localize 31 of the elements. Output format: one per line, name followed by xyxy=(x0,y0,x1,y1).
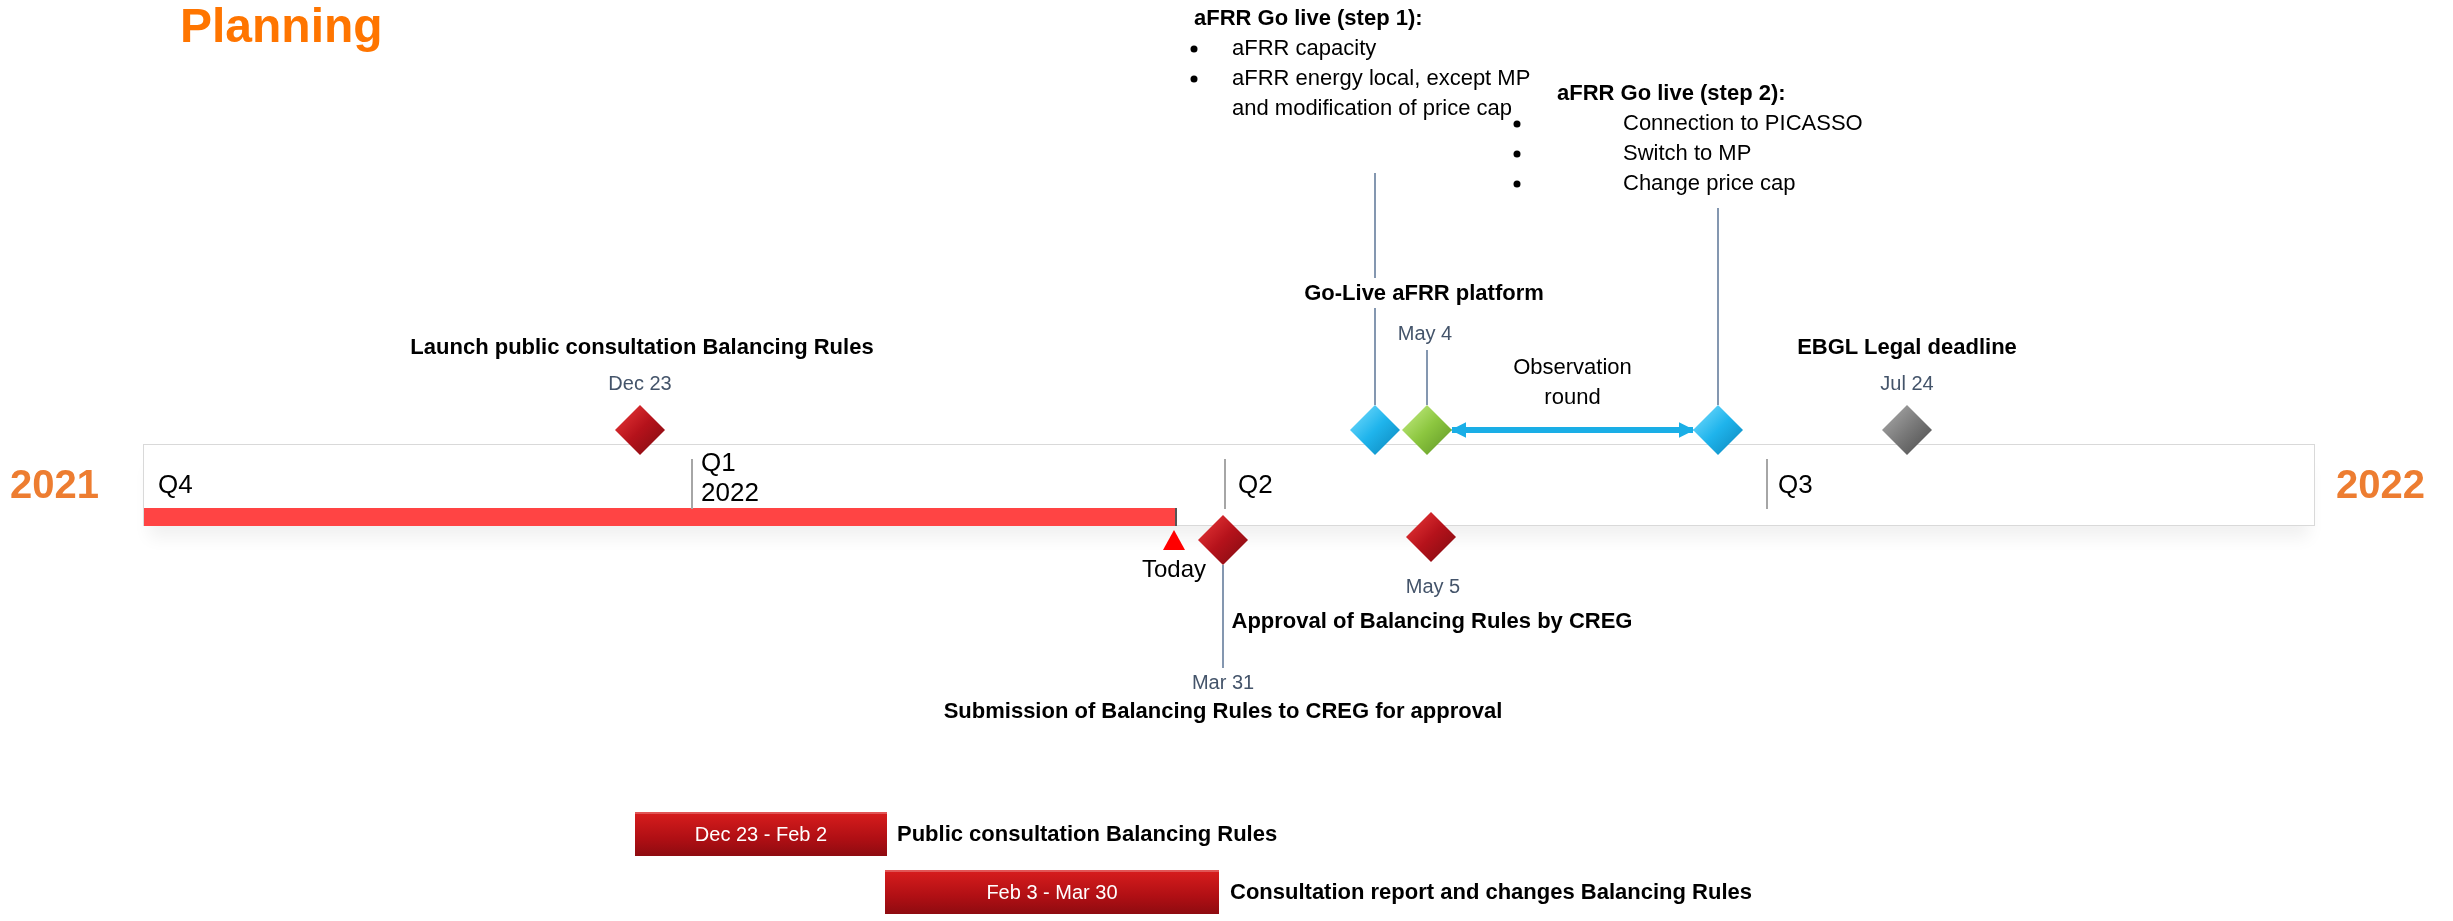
milestone-diamond xyxy=(1350,405,1400,455)
year-label: 2022 xyxy=(2336,461,2425,508)
leader-line xyxy=(1222,564,1224,669)
milestone-label: Go-Live aFRR platform xyxy=(1304,278,1544,308)
year-label: 2021 xyxy=(10,461,99,508)
page-title: Planning xyxy=(180,0,383,53)
leader-line xyxy=(1374,172,1376,406)
milestone-diamond xyxy=(1693,405,1743,455)
timeline-band xyxy=(143,444,2315,526)
milestone-heading: aFRR Go live (step 2): xyxy=(1557,79,1787,107)
milestone-diamond xyxy=(1402,405,1452,455)
date-label: Mar 31 xyxy=(1190,670,1256,695)
quarter-label: Q2 xyxy=(1238,469,1273,499)
milestone-diamond xyxy=(1882,405,1932,455)
bullet-item: Change price cap xyxy=(1623,170,1796,195)
milestone-diamond xyxy=(615,405,665,455)
double-arrow xyxy=(1450,422,1695,438)
gantt-bar: Dec 23 - Feb 2 xyxy=(635,812,887,856)
milestone-heading: aFRR Go live (step 1): xyxy=(1194,4,1424,32)
today-label: Today xyxy=(1140,554,1207,584)
bullet-item: aFRR capacity xyxy=(1232,35,1377,60)
bullet-item: Connection to PICASSO xyxy=(1623,110,1863,135)
milestone-label: Submission of Balancing Rules to CREG for approval xyxy=(942,697,1504,725)
bullet-item: aFRR energy local, except MP and modification of price cap xyxy=(1232,65,1530,120)
quarter-label: Q4 xyxy=(158,469,193,499)
quarter-label: Q1 2022 xyxy=(701,447,760,507)
gantt-bar: Feb 3 - Mar 30 xyxy=(885,870,1219,914)
bullet-item: Switch to MP xyxy=(1623,140,1752,165)
quarter-label: Q3 xyxy=(1778,469,1813,499)
milestone-diamond xyxy=(1406,512,1456,562)
leader-line xyxy=(1717,207,1719,406)
